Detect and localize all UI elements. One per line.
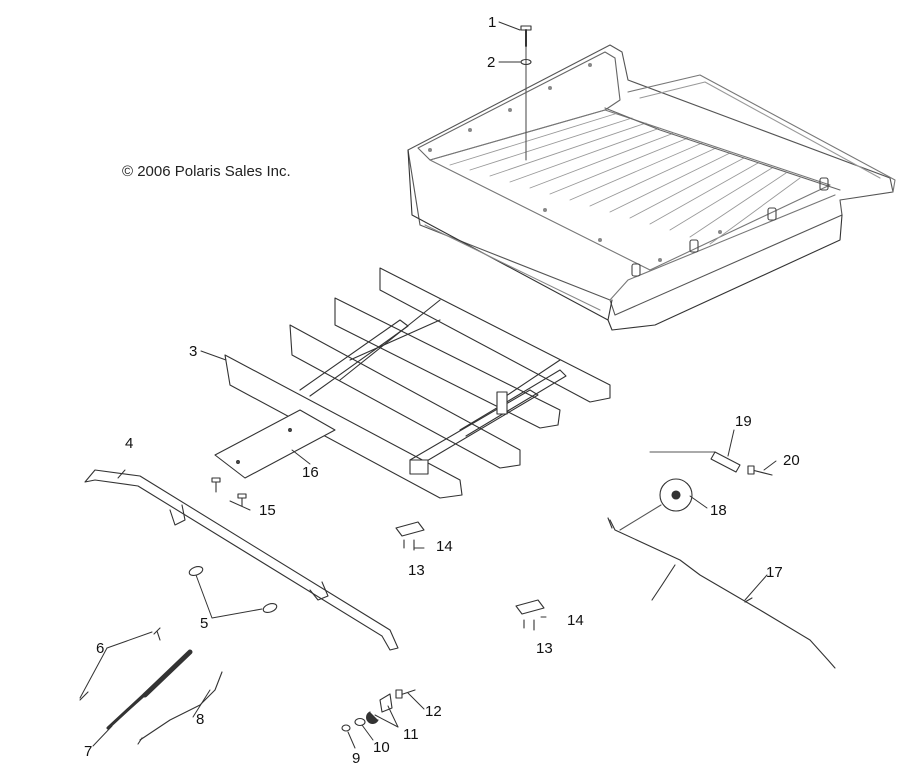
pin-part-6 [79,627,161,701]
cargo-box [407,41,896,331]
bushing-part-19 [649,451,741,473]
screw-part-20 [747,465,773,476]
plate-part-16 [214,409,336,479]
callout-20: 20 [783,452,800,469]
frame-part-3 [224,267,611,499]
callout-13-upper: 13 [408,562,425,579]
callout-11: 11 [403,726,419,743]
bracket-part-14-lower [515,599,545,615]
callout-3: 3 [189,343,198,360]
callout-19: 19 [735,413,752,430]
callout-16: 16 [302,464,319,481]
callout-7: 7 [84,743,93,760]
callout-15: 15 [259,502,276,519]
connector-part-18 [619,478,693,531]
callout-14-upper: 14 [436,538,453,555]
callout-1: 1 [488,14,497,31]
leader-lines [79,21,777,749]
bracket-part-14-upper [395,521,425,537]
callout-14-lower: 14 [567,612,584,629]
hardware-parts-9-12 [341,689,416,732]
screw-part-15 [211,477,247,507]
copyright-notice: © 2006 Polaris Sales Inc. [122,163,291,180]
callout-8: 8 [196,711,205,728]
strut-part-7 [106,649,193,730]
fastener-part-13-lower [523,619,535,631]
callout-5: 5 [200,615,209,632]
cable-part-8 [137,671,223,745]
callout-2: 2 [487,54,496,71]
callout-17: 17 [766,564,783,581]
callout-10: 10 [373,739,390,756]
plug-part-5 [188,565,278,614]
bolt-part-1 [520,25,532,47]
washer-part-2 [520,58,532,66]
callout-12: 12 [425,703,442,720]
harness-part-17 [607,517,836,669]
callout-4: 4 [125,435,134,452]
callout-6: 6 [96,640,105,657]
callout-18: 18 [710,502,727,519]
fastener-part-13-upper [403,539,415,551]
callout-9: 9 [352,750,361,767]
bar-part-4 [84,469,399,651]
callout-13-lower: 13 [536,640,553,657]
